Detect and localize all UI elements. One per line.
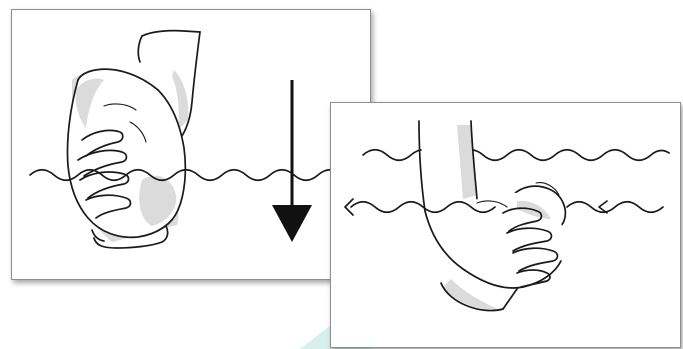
- hand-underwater-drawing: [331, 103, 680, 347]
- arm-shape: [419, 121, 477, 213]
- left-illustration-panel: [11, 9, 371, 280]
- right-illustration-panel: [330, 102, 681, 348]
- hand-submerging-drawing: [12, 10, 370, 279]
- down-arrow-icon: [272, 80, 312, 242]
- water-surface-line: [363, 150, 669, 161]
